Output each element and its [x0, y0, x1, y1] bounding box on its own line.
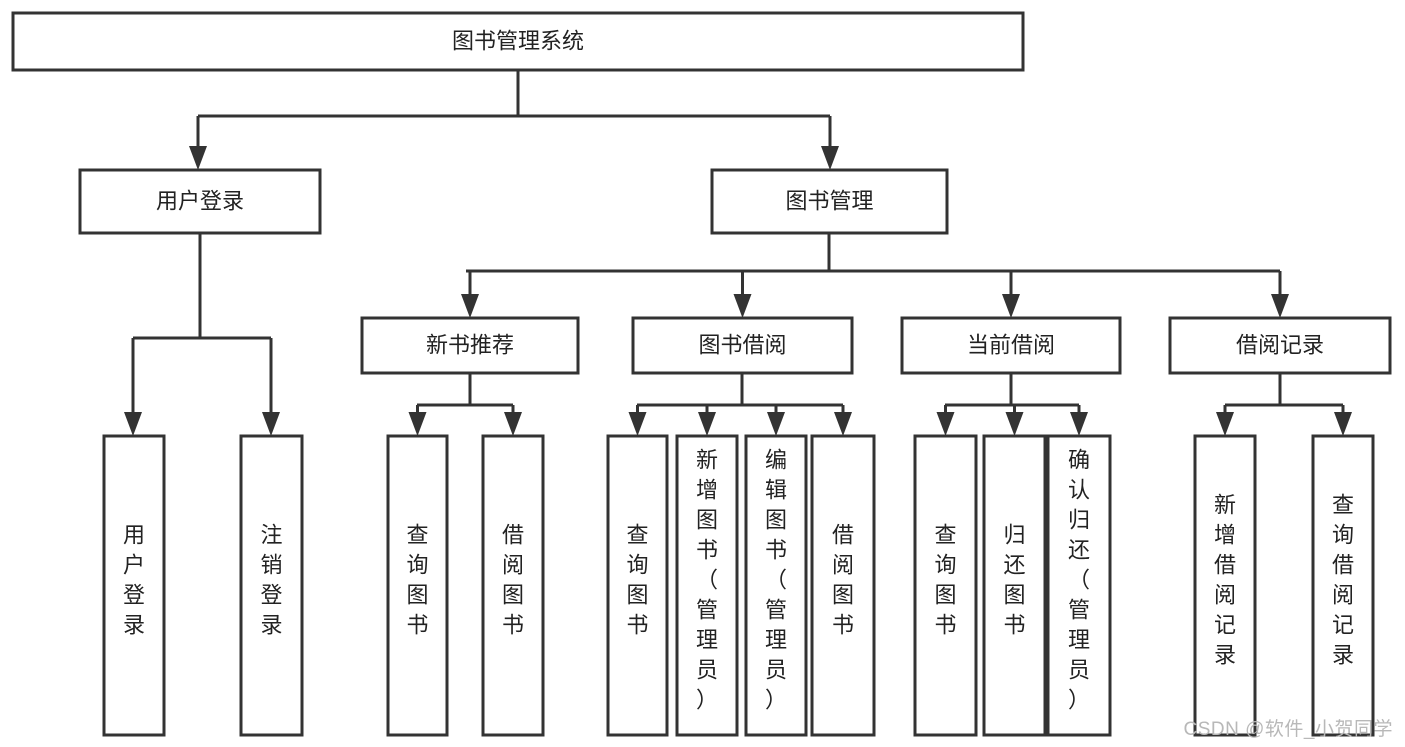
arrow-to-leaf-query-book-3-head	[936, 412, 955, 436]
node-leaf-query-book-3[interactable]: 查询图书	[913, 434, 978, 737]
node-current-borrow[interactable]: 当前借阅	[900, 316, 1122, 375]
node-book-manage-box[interactable]	[710, 168, 949, 235]
node-leaf-query-record-box[interactable]	[1311, 434, 1375, 737]
arrow-to-leaf-confirm-return-head	[1070, 412, 1088, 436]
arrow-to-borrow-record-head	[1271, 294, 1289, 318]
arrow-to-leaf-query-book-2-head	[628, 412, 647, 436]
node-leaf-add-record-label: 新增借阅记录	[1214, 493, 1236, 668]
node-leaf-confirm-return-box[interactable]	[1046, 434, 1112, 737]
node-leaf-add-book[interactable]: 新增图书（管理员）	[675, 434, 739, 737]
node-new-book-recommend-label: 新书推荐	[426, 332, 514, 357]
node-leaf-query-book-1-box[interactable]	[386, 434, 449, 737]
node-user-login[interactable]: 用户登录	[78, 168, 322, 235]
node-leaf-add-book-box[interactable]	[675, 434, 739, 737]
node-leaf-borrow-book-1-box[interactable]	[481, 434, 545, 737]
node-leaf-query-book-3-label: 查询图书	[934, 523, 956, 638]
node-leaf-borrow-book-2-label: 借阅图书	[832, 523, 854, 638]
node-leaf-user-login-box[interactable]	[102, 434, 166, 737]
node-book-borrow[interactable]: 图书借阅	[631, 316, 854, 375]
node-leaf-edit-book[interactable]: 编辑图书（管理员）	[744, 434, 808, 737]
node-leaf-return-book[interactable]: 归还图书	[982, 434, 1047, 737]
node-leaf-query-book-1[interactable]: 查询图书	[386, 434, 449, 737]
node-root-root[interactable]: 图书管理系统	[11, 11, 1025, 72]
arrow-to-leaf-query-book-1-head	[408, 412, 427, 436]
arrow-to-leaf-return-book-head	[1005, 412, 1024, 436]
node-borrow-record-label: 借阅记录	[1236, 332, 1324, 357]
node-leaf-borrow-book-1[interactable]: 借阅图书	[481, 434, 545, 737]
node-leaf-logout-box[interactable]	[239, 434, 304, 737]
node-borrow-record[interactable]: 借阅记录	[1168, 316, 1392, 375]
node-user-login-label: 用户登录	[156, 188, 244, 213]
node-borrow-record-box[interactable]	[1168, 316, 1392, 375]
arrow-to-user-login-head	[189, 146, 207, 170]
arrow-to-leaf-query-record-head	[1334, 412, 1352, 436]
node-current-borrow-box[interactable]	[900, 316, 1122, 375]
node-leaf-edit-book-box[interactable]	[744, 434, 808, 737]
arrow-to-book-borrow-head	[733, 294, 752, 318]
arrow-to-leaf-user-login-head	[124, 412, 142, 436]
arrow-to-leaf-add-record-head	[1216, 412, 1234, 436]
node-book-manage-label: 图书管理	[785, 188, 873, 213]
node-leaf-query-book-2-box[interactable]	[606, 434, 669, 737]
node-leaf-edit-book-label: 编辑图书（管理员）	[765, 448, 787, 713]
node-leaf-user-login-label: 用户登录	[123, 523, 145, 638]
node-leaf-return-book-label: 归还图书	[1003, 523, 1025, 638]
node-leaf-return-book-box[interactable]	[982, 434, 1047, 737]
node-leaf-user-login[interactable]: 用户登录	[102, 434, 166, 737]
node-layer: 图书管理系统用户登录图书管理新书推荐图书借阅当前借阅借阅记录用户登录注销登录查询…	[11, 11, 1392, 737]
arrow-to-leaf-add-book-head	[698, 412, 716, 436]
arrow-to-leaf-borrow-book-1-head	[504, 412, 522, 436]
node-leaf-query-book-2[interactable]: 查询图书	[606, 434, 669, 737]
connector-layer	[124, 70, 1352, 436]
node-leaf-logout[interactable]: 注销登录	[239, 434, 304, 737]
node-root-root-label: 图书管理系统	[452, 28, 584, 53]
node-leaf-confirm-return-label: 确认归还（管理员）	[1068, 448, 1090, 713]
node-leaf-query-book-2-label: 查询图书	[626, 523, 648, 638]
node-current-borrow-label: 当前借阅	[967, 332, 1055, 357]
node-user-login-box[interactable]	[78, 168, 322, 235]
node-leaf-query-record-label: 查询借阅记录	[1332, 493, 1354, 668]
arrow-to-new-book-recommend-head	[461, 294, 479, 318]
node-leaf-add-record[interactable]: 新增借阅记录	[1193, 434, 1257, 737]
node-leaf-add-record-box[interactable]	[1193, 434, 1257, 737]
node-leaf-query-book-1-label: 查询图书	[406, 523, 428, 638]
node-book-borrow-box[interactable]	[631, 316, 854, 375]
arrow-to-leaf-borrow-book-2-head	[834, 412, 852, 436]
node-leaf-add-book-label: 新增图书（管理员）	[696, 448, 718, 713]
node-book-manage[interactable]: 图书管理	[710, 168, 949, 235]
node-book-borrow-label: 图书借阅	[698, 332, 786, 357]
node-leaf-borrow-book-2[interactable]: 借阅图书	[810, 434, 876, 737]
node-leaf-borrow-book-2-box[interactable]	[810, 434, 876, 737]
arrow-to-current-borrow-head	[1002, 294, 1020, 318]
node-leaf-borrow-book-1-label: 借阅图书	[502, 523, 524, 638]
node-leaf-query-record[interactable]: 查询借阅记录	[1311, 434, 1375, 737]
node-leaf-confirm-return[interactable]: 确认归还（管理员）	[1046, 434, 1112, 737]
node-new-book-recommend-box[interactable]	[360, 316, 580, 375]
node-new-book-recommend[interactable]: 新书推荐	[360, 316, 580, 375]
node-leaf-logout-label: 注销登录	[260, 523, 282, 638]
node-leaf-query-book-3-box[interactable]	[913, 434, 978, 737]
arrow-to-leaf-logout-head	[262, 412, 280, 436]
node-root-root-box[interactable]	[11, 11, 1025, 72]
arrow-to-leaf-edit-book-head	[767, 412, 785, 436]
arrow-to-book-manage-head	[821, 146, 839, 170]
